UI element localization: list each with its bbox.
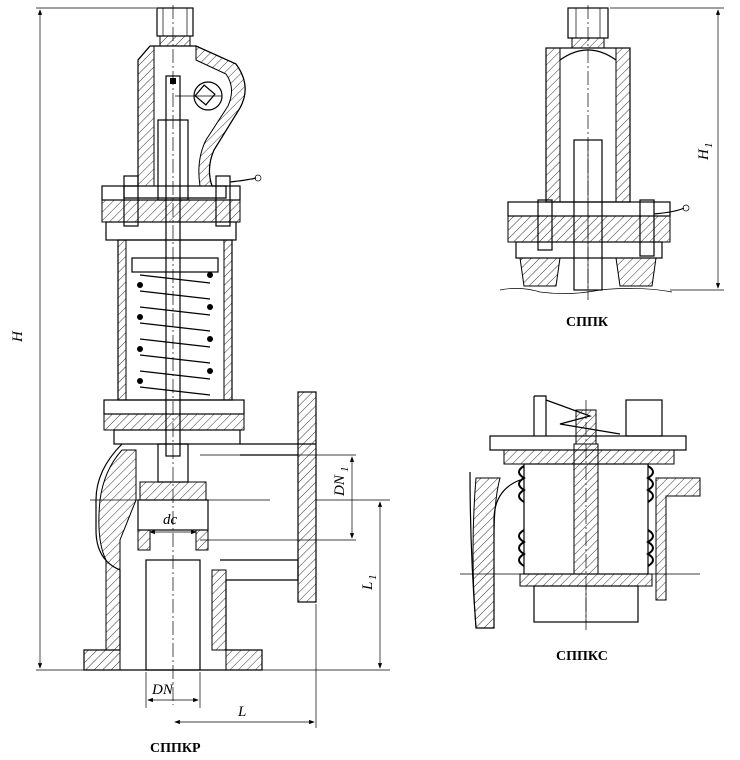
caption-bottom-right: СППКС [556,649,608,664]
spring [137,272,213,396]
top-right-view [499,5,724,300]
label-H1-sub: 1 [703,143,715,149]
captions: СППКР СППК СППКС [150,315,609,756]
main-view [36,5,390,728]
bottom-right-view [460,395,701,630]
dimension-labels: H H 1 DN 1 L 1 dc DN L [10,143,715,721]
label-DN: DN [151,682,174,698]
label-H1: H [696,148,712,161]
label-dc: dc [163,512,178,528]
caption-top-right: СППК [566,315,609,330]
label-DN1-sub: 1 [339,467,351,473]
label-DN1: DN [332,474,348,497]
label-L: L [237,704,246,720]
label-H: H [10,330,26,343]
label-L1-sub: 1 [367,575,379,581]
caption-main: СППКР [150,741,201,756]
label-L1: L [360,582,376,591]
